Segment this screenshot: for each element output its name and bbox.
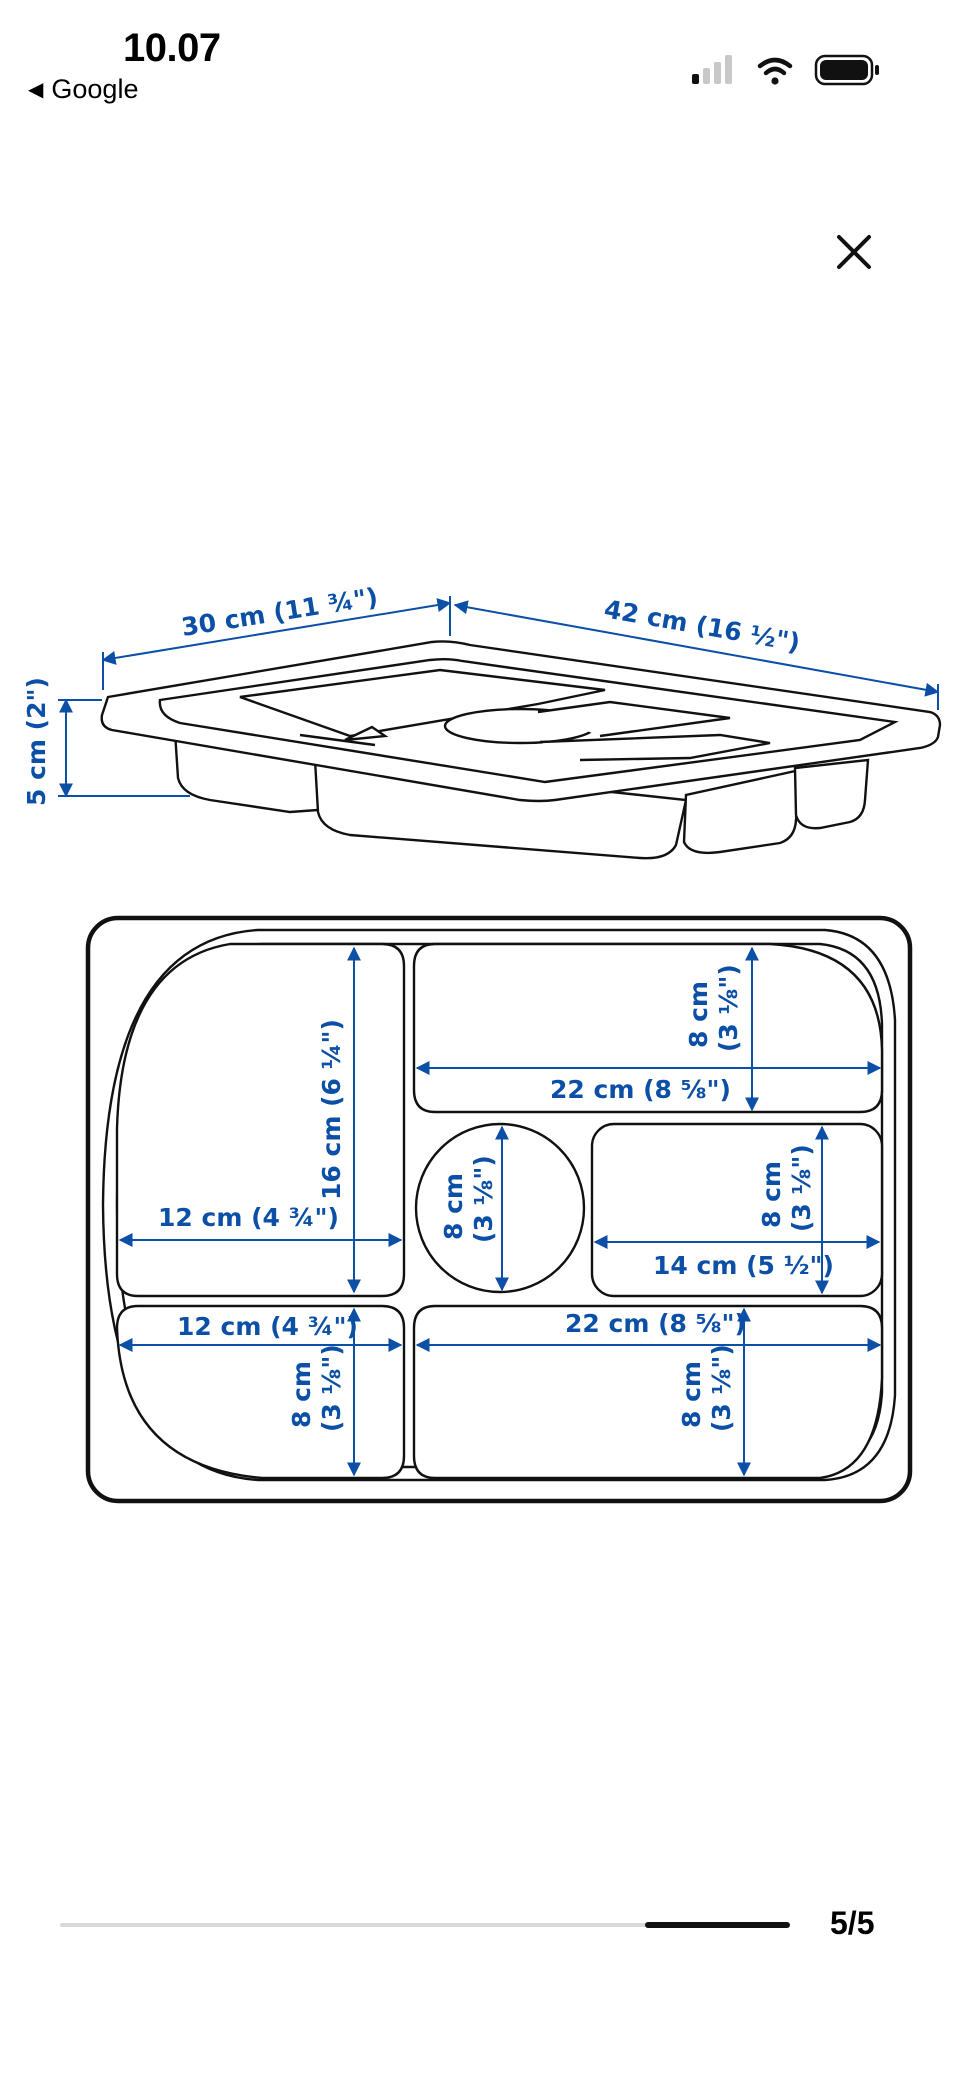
bottom-right-width-label: 22 cm (8 ⅝"): [565, 1309, 746, 1338]
mid-right-width-label: 14 cm (5 ½"): [653, 1251, 834, 1280]
battery-icon: [814, 54, 879, 86]
status-icons: [692, 54, 879, 86]
right-top-width-label: 22 cm (8 ⅝"): [550, 1075, 731, 1104]
close-button[interactable]: [824, 222, 884, 282]
bottom-left-depth-in: (3 ⅛"): [317, 1344, 346, 1432]
tray-perspective-drawing: [100, 640, 942, 860]
circle-cm: 8 cm: [439, 1173, 468, 1240]
circle-diameter-dimension: 8 cm (3 ⅛"): [439, 1125, 509, 1292]
left-top-width-label: 12 cm (4 ¾"): [158, 1203, 339, 1232]
bottom-left-width-label: 12 cm (4 ¾"): [177, 1312, 358, 1341]
mid-right-depth-dimension: 8 cm (3 ⅛"): [757, 1125, 829, 1295]
right-top-depth-dimension: 8 cm (3 ⅛"): [684, 946, 759, 1112]
mid-right-depth-in: (3 ⅛"): [787, 1144, 816, 1232]
compartment-mid-right: [590, 1122, 884, 1298]
height-label: 5 cm (2"): [22, 677, 51, 806]
right-top-depth-in: (3 ⅛"): [714, 964, 743, 1052]
width-label: 30 cm (11 ¾"): [179, 582, 379, 642]
bottom-right-depth-dimension: 8 cm (3 ⅛"): [677, 1307, 751, 1477]
back-arrow-icon: ◀: [28, 79, 44, 101]
product-dimension-image: 30 cm (11 ¾") 42 cm (16 ½") 5 cm (2"): [0, 540, 960, 1520]
bottom-right-depth-in: (3 ⅛"): [707, 1344, 736, 1432]
image-pager: 5/5: [60, 1905, 900, 1945]
right-top-width-dimension: 22 cm (8 ⅝"): [415, 1061, 882, 1104]
pager-thumb[interactable]: [645, 1922, 790, 1928]
length-label: 42 cm (16 ½"): [602, 594, 802, 657]
clock: 10.07: [123, 26, 221, 70]
compartment-left-top: [115, 942, 406, 1298]
back-app-label: Google: [51, 74, 139, 104]
bottom-left-depth-dimension: 8 cm (3 ⅛"): [287, 1307, 361, 1477]
bottom-left-depth-cm: 8 cm: [287, 1361, 316, 1428]
wifi-icon: [757, 57, 793, 85]
cellular-signal-icon: [692, 55, 732, 84]
bottom-right-width-dimension: 22 cm (8 ⅝"): [415, 1309, 882, 1352]
circle-in: (3 ⅛"): [469, 1155, 498, 1243]
left-top-width-dimension: 12 cm (4 ¾"): [118, 1203, 403, 1247]
left-top-length-label: 16 cm (6 ¼"): [317, 1019, 346, 1200]
image-counter: 5/5: [830, 1905, 875, 1941]
mid-right-width-dimension: 14 cm (5 ½"): [593, 1235, 881, 1280]
status-bar: 10.07 ◀ Google: [0, 0, 960, 120]
pager-track[interactable]: [60, 1923, 790, 1927]
bottom-left-width-dimension: 12 cm (4 ¾"): [118, 1312, 403, 1352]
mid-right-depth-cm: 8 cm: [757, 1161, 786, 1228]
bottom-right-depth-cm: 8 cm: [677, 1361, 706, 1428]
height-dimension: 5 cm (2"): [22, 677, 190, 806]
close-icon: [837, 235, 871, 269]
back-to-app-link[interactable]: ◀ Google: [28, 74, 138, 105]
right-top-depth-cm: 8 cm: [684, 981, 713, 1048]
